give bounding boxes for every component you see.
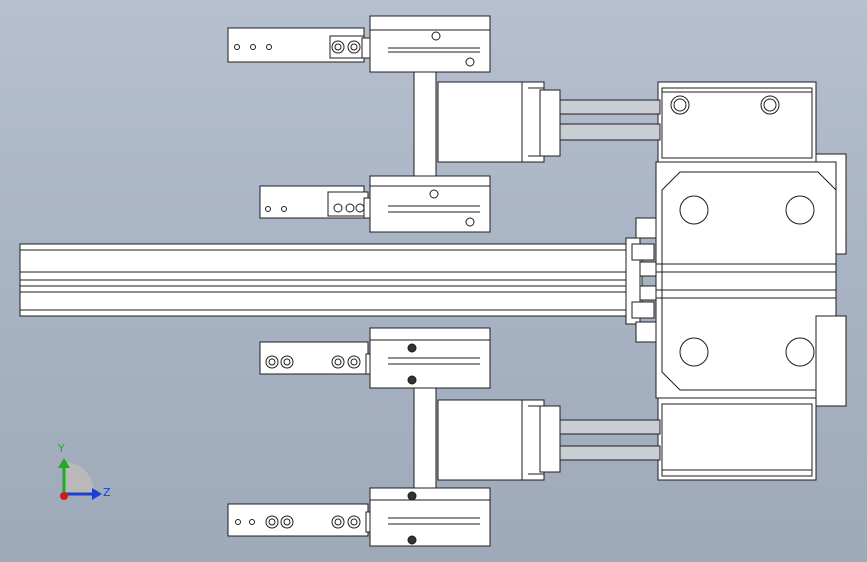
linear-rail	[19, 243, 643, 317]
lower-carriage-block	[657, 315, 847, 481]
upper-carriage-block	[657, 81, 847, 255]
upper-connecting-bar	[413, 71, 437, 181]
rail-end-clamp	[625, 217, 659, 343]
z-axis-label: Z	[103, 486, 111, 499]
triad-plane-icon	[64, 461, 95, 494]
upper-guide-shafts	[559, 99, 661, 141]
y-axis-label: Y	[58, 442, 65, 455]
gripper-upper-middle	[259, 175, 491, 233]
gripper-bottom	[227, 487, 491, 547]
lower-connecting-bar	[413, 387, 437, 497]
gripper-lower-middle	[259, 327, 491, 389]
coordinate-triad	[58, 458, 102, 500]
center-slide-block	[655, 161, 837, 399]
upper-cylinder	[437, 81, 561, 163]
lower-guide-shafts	[559, 419, 661, 461]
gripper-top	[227, 15, 491, 73]
x-axis-dot	[60, 492, 68, 500]
lower-cylinder	[437, 399, 561, 481]
